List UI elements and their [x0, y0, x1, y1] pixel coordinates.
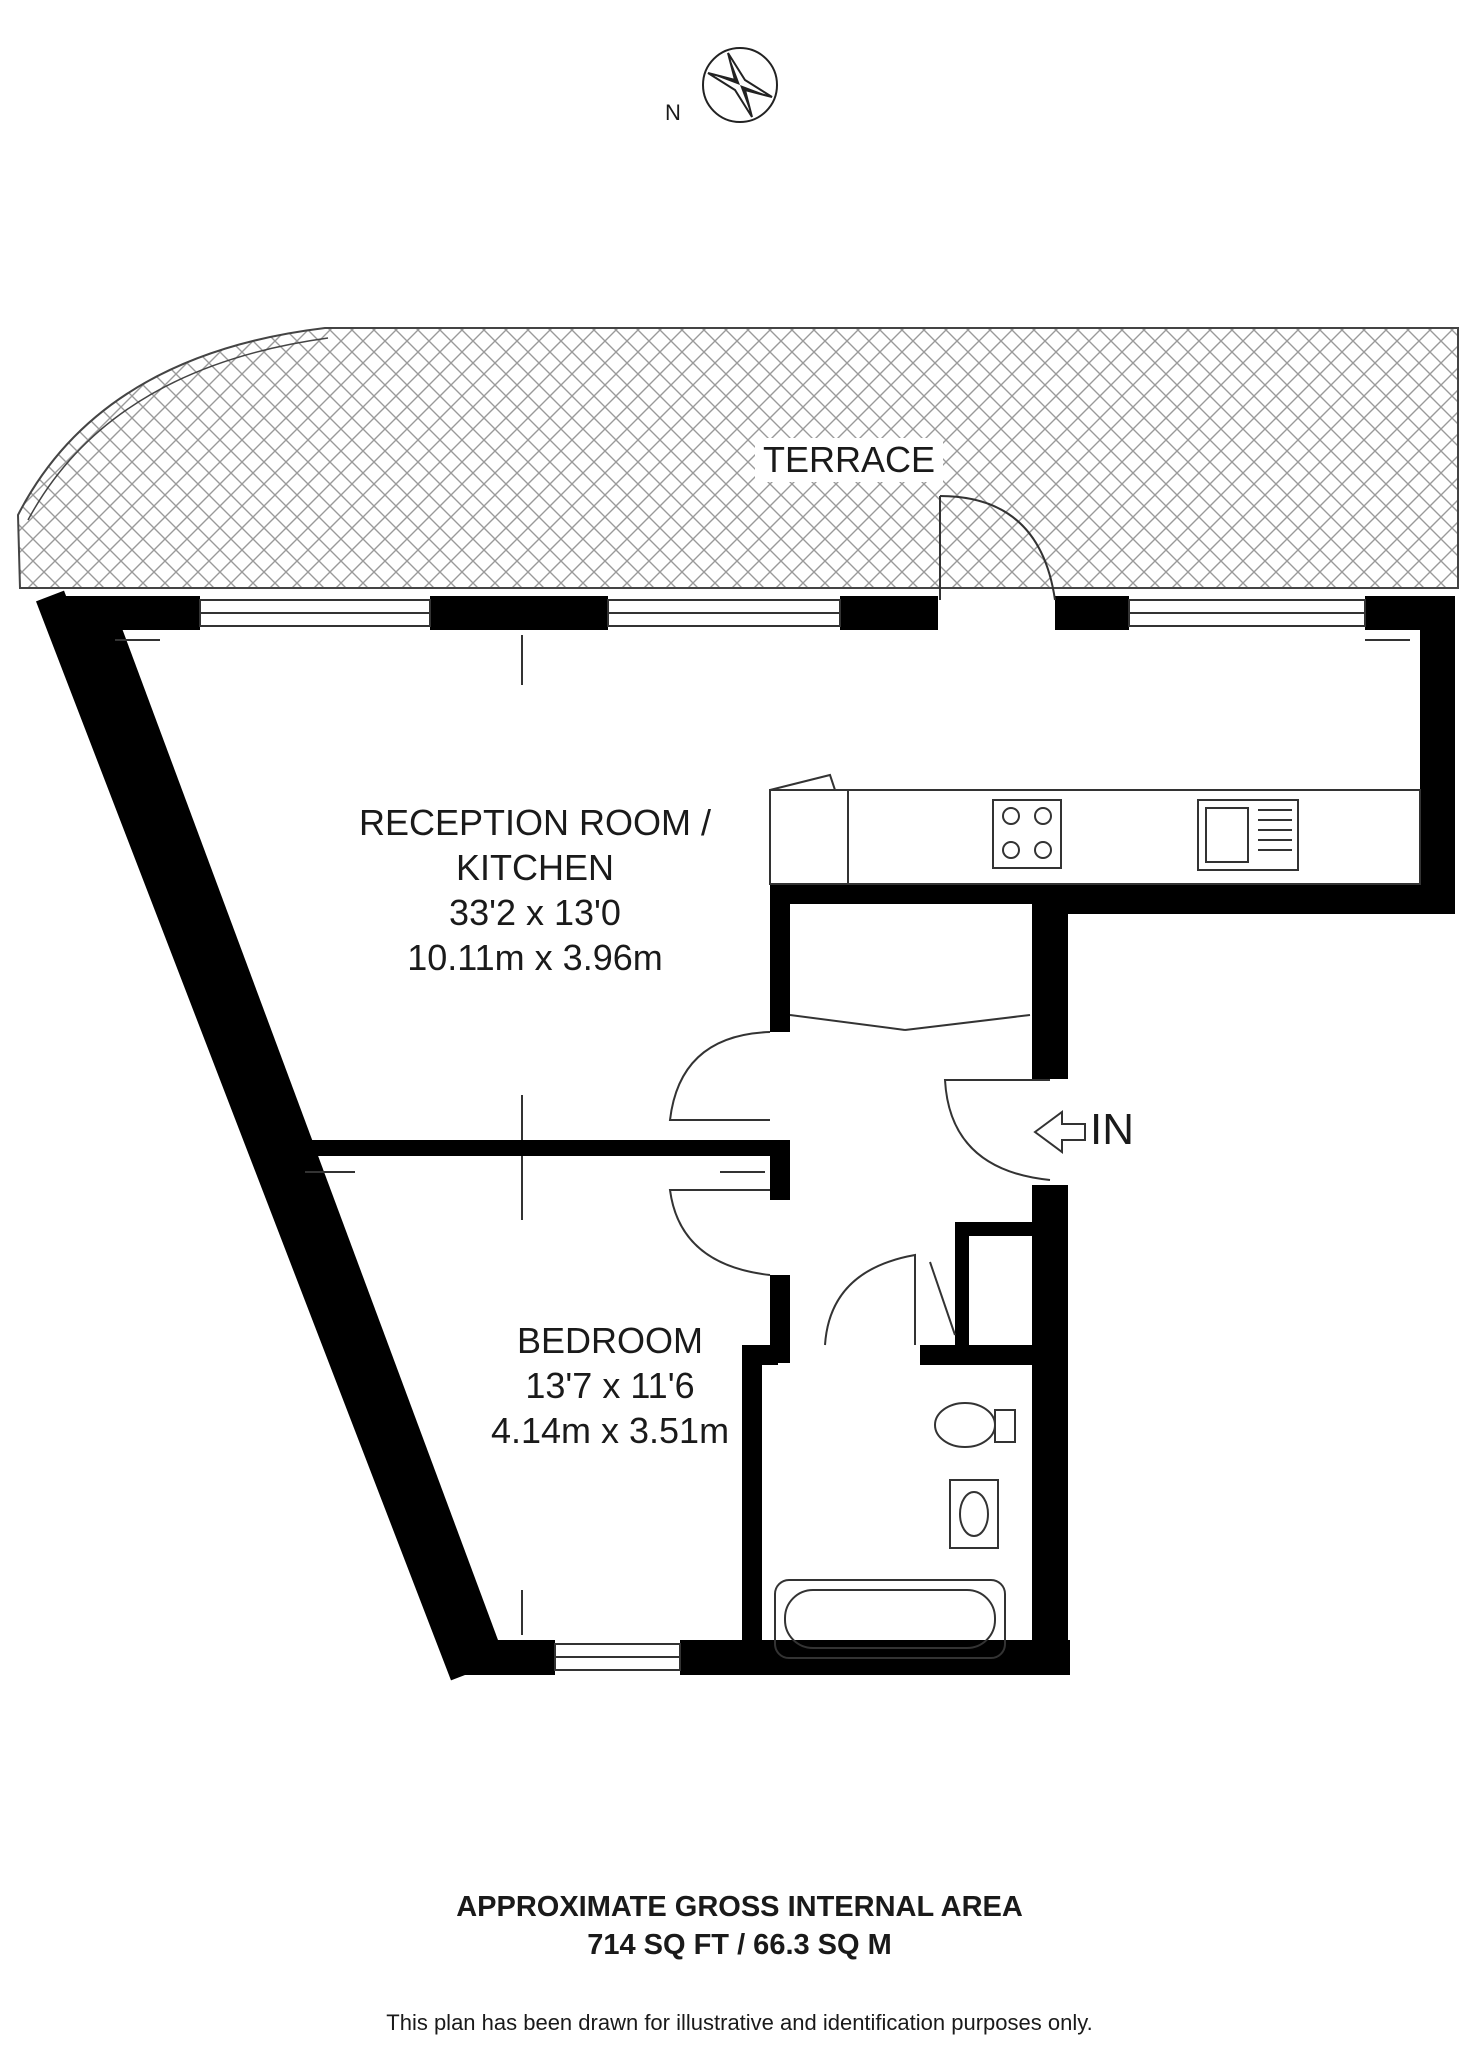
bedroom-name: BEDROOM [516, 1320, 703, 1361]
terrace-label: TERRACE [755, 438, 944, 482]
entrance-arrow-icon [1033, 1110, 1086, 1154]
doors [668, 495, 1056, 1346]
bedroom-dim-imperial: 13'7 x 11'6 [525, 1365, 695, 1406]
area-summary: APPROXIMATE GROSS INTERNAL AREA 714 SQ F… [0, 1888, 1479, 1964]
bedroom-label: BEDROOM 13'7 x 11'6 4.14m x 3.51m [460, 1318, 760, 1453]
dimension-arrows [115, 635, 1410, 1635]
entrance-label: IN [1090, 1105, 1134, 1154]
slanted-wall-inner [35, 590, 480, 1681]
area-title: APPROXIMATE GROSS INTERNAL AREA [456, 1891, 1023, 1923]
terrace-balustrade [27, 337, 329, 521]
reception-dim-metric: 10.11m x 3.96m [407, 937, 663, 978]
north-label: N [665, 100, 681, 125]
bathroom-fixtures [774, 1402, 1016, 1659]
compass-icon [702, 47, 778, 123]
terrace-area [16, 327, 1459, 589]
disclaimer: This plan has been drawn for illustrativ… [386, 2010, 1093, 2035]
reception-name-line2: KITCHEN [455, 847, 614, 888]
reception-name-line1: RECEPTION ROOM / [358, 802, 712, 843]
bedroom-dim-metric: 4.14m x 3.51m [490, 1410, 730, 1451]
walls [50, 596, 1455, 1675]
area-value: 714 SQ FT / 66.3 SQ M [587, 1929, 892, 1961]
reception-room-label: RECEPTION ROOM / KITCHEN 33'2 x 13'0 10.… [320, 800, 750, 980]
kitchen-counter [769, 789, 1421, 885]
windows [199, 599, 1366, 1671]
reception-dim-imperial: 33'2 x 13'0 [449, 892, 621, 933]
